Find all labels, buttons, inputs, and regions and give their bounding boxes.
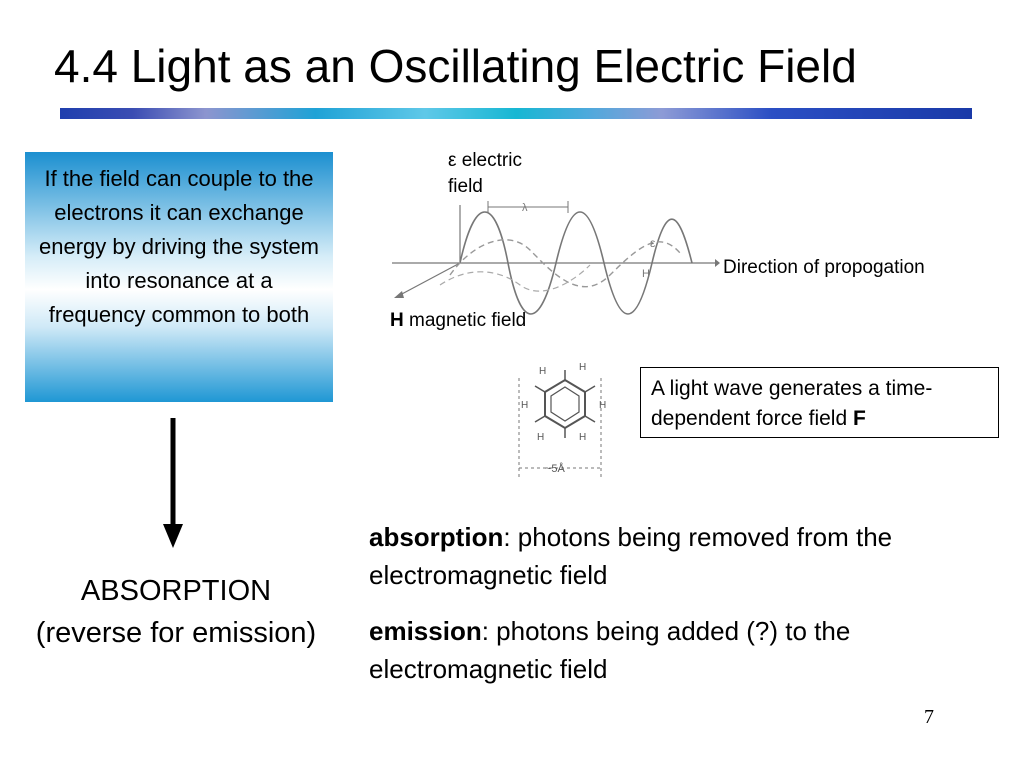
absorption-caption: ABSORPTION (reverse for emission) bbox=[0, 570, 352, 654]
size-label: ~5Å bbox=[545, 462, 566, 475]
h-atom: H bbox=[537, 432, 544, 443]
absorption-caption-line1: ABSORPTION bbox=[80, 575, 272, 607]
emission-text: : photons being added (?) to the electro… bbox=[369, 616, 851, 684]
h-atom: H bbox=[521, 400, 528, 411]
magnetic-wave-2 bbox=[439, 264, 591, 292]
force-symbol: F bbox=[853, 407, 866, 430]
absorption-definition: absorption: photons being removed from t… bbox=[369, 518, 1009, 594]
h-atom: H bbox=[539, 366, 546, 377]
magnetic-field-text: magnetic field bbox=[409, 310, 527, 331]
magnetic-arrowhead bbox=[394, 291, 404, 298]
propagation-arrowhead bbox=[715, 259, 720, 267]
force-box-text: A light wave generates a time-dependent … bbox=[651, 377, 933, 430]
title-underline-bar bbox=[60, 108, 972, 119]
absorption-caption-line2: (reverse for emission) bbox=[35, 617, 317, 649]
field-word: field bbox=[448, 176, 483, 197]
magnetic-field-label: H magnetic field bbox=[390, 308, 526, 334]
emission-term: emission bbox=[369, 616, 482, 646]
h-atom: H bbox=[579, 432, 586, 443]
magnetic-axis bbox=[399, 262, 461, 296]
h-symbol: H bbox=[390, 310, 404, 331]
h-wave-symbol: H bbox=[642, 268, 650, 280]
force-field-box: A light wave generates a time-dependent … bbox=[640, 367, 999, 438]
info-box: If the field can couple to the electrons… bbox=[25, 152, 333, 402]
e-wave-symbol: ε bbox=[650, 236, 656, 250]
absorption-text: : photons being removed from the electro… bbox=[369, 522, 893, 590]
benzene-molecule-diagram: H H H H H H ~5Å bbox=[518, 362, 606, 478]
h-atom: H bbox=[599, 400, 606, 411]
emission-definition: emission: photons being added (?) to the… bbox=[369, 612, 1009, 688]
epsilon-symbol: ε bbox=[448, 150, 457, 171]
down-arrow-icon bbox=[163, 418, 183, 548]
em-wave-diagram: λ ε H bbox=[392, 201, 720, 315]
slide-title: 4.4 Light as an Oscillating Electric Fie… bbox=[54, 40, 857, 92]
absorption-term: absorption bbox=[369, 522, 504, 552]
direction-label: Direction of propogation bbox=[723, 257, 925, 278]
magnetic-wave bbox=[449, 239, 681, 288]
wavelength-symbol: λ bbox=[522, 202, 528, 214]
page-number: 7 bbox=[924, 706, 934, 728]
electric-field-label: ε electric bbox=[448, 148, 522, 174]
electric-word: electric bbox=[461, 150, 522, 171]
h-atom: H bbox=[579, 362, 586, 373]
